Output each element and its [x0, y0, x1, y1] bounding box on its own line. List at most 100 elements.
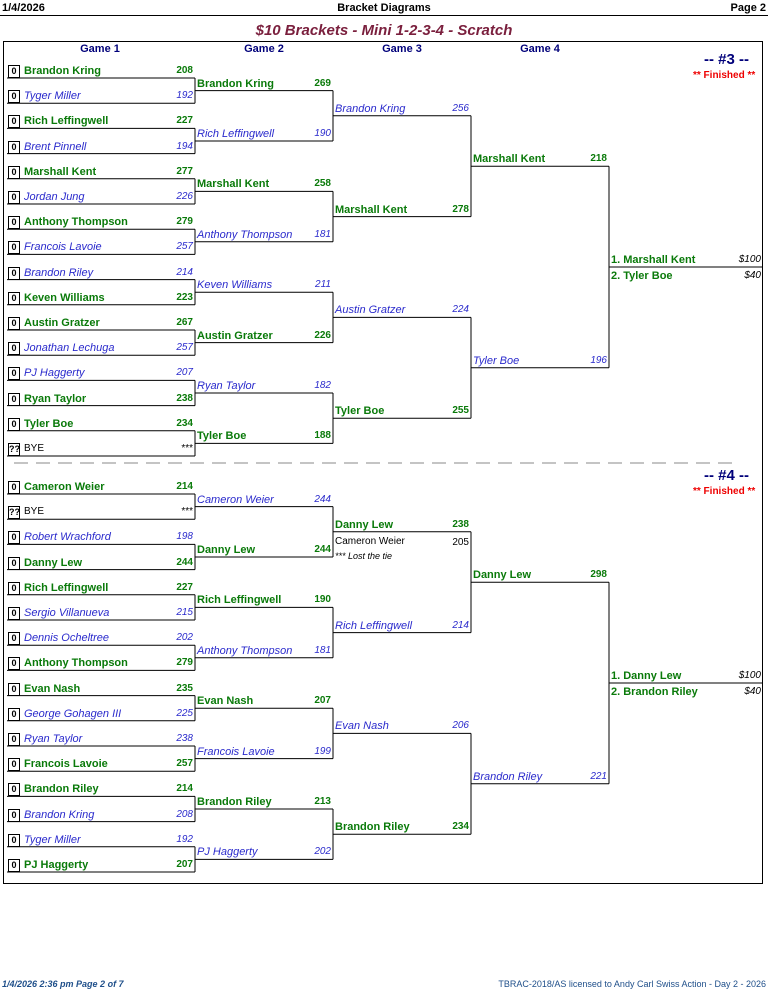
seed-box: 0: [8, 859, 20, 872]
player-name: Evan Nash: [335, 720, 389, 733]
player-score: 227: [176, 581, 193, 593]
player-score: 244: [314, 493, 331, 505]
player-score: 224: [452, 304, 469, 316]
column-header-game-4: Game 4: [520, 43, 560, 55]
player-score: 211: [315, 279, 331, 291]
player-name: Rich Leffingwell: [197, 594, 282, 607]
seed-box: 0: [8, 581, 20, 595]
player-name: Dennis Ocheltree: [24, 632, 109, 645]
player-name: Cameron Weier: [197, 493, 274, 506]
player-score: 190: [314, 594, 331, 606]
player-name: Tyler Boe: [197, 430, 247, 443]
seed-box: 0: [8, 733, 20, 746]
player-name: Francois Lavoie: [197, 745, 275, 758]
player-score: 202: [176, 632, 193, 644]
bracket-status: ** Finished **: [693, 486, 756, 497]
player-score: 214: [176, 783, 193, 795]
player-score: 226: [176, 191, 193, 202]
seed-box: 0: [8, 216, 20, 230]
seed-box: 0: [8, 682, 20, 696]
seed-box: 0: [8, 531, 20, 545]
player-name: Brandon Kring: [335, 102, 406, 115]
seed-box: 0: [8, 758, 20, 772]
player-score: 257: [176, 758, 193, 770]
player-score: 190: [314, 128, 331, 139]
tie-player-score: 205: [452, 536, 469, 548]
seed-box: ??: [8, 506, 20, 520]
player-name: Anthony Thompson: [24, 216, 128, 229]
player-score: 182: [314, 380, 331, 391]
page-number: Page 2: [730, 2, 766, 14]
seed-box: 0: [8, 783, 20, 797]
player-name: Tyger Miller: [24, 90, 81, 103]
bracket-number: -- #4 --: [704, 467, 749, 484]
player-score: 257: [176, 342, 193, 354]
player-score: 255: [452, 405, 469, 417]
seed-box: 0: [8, 632, 20, 646]
bracket-status: ** Finished **: [693, 70, 756, 81]
player-score: 225: [176, 707, 193, 719]
player-score: 238: [176, 733, 193, 744]
seed-box: 0: [8, 657, 20, 671]
seed-box: 0: [8, 191, 20, 204]
seed-box: 0: [8, 833, 20, 847]
seed-box: 0: [8, 342, 20, 356]
player-name: PJ Haggerty: [24, 367, 85, 380]
seed-box: 0: [8, 65, 20, 78]
result-place: 2. Tyler Boe: [611, 270, 673, 282]
player-name: Brandon Kring: [24, 65, 101, 77]
player-score: 192: [176, 833, 193, 845]
player-score: 269: [314, 77, 331, 89]
column-header-game-2: Game 2: [244, 43, 284, 55]
bracket-number: -- #3 --: [704, 51, 749, 68]
seed-box: 0: [8, 90, 20, 104]
player-score: 258: [314, 178, 331, 190]
player-name: Rich Leffingwell: [24, 115, 109, 128]
report-title: Bracket Diagrams: [337, 2, 431, 14]
player-score: 227: [176, 115, 193, 127]
player-name: Anthony Thompson: [24, 657, 128, 670]
player-name: PJ Haggerty: [24, 859, 89, 871]
tie-note: *** Lost the tie: [335, 550, 393, 561]
seed-box: 0: [8, 266, 20, 280]
player-name: Tyler Boe: [473, 354, 520, 367]
player-name: Austin Gratzer: [335, 304, 406, 317]
player-score: 235: [176, 682, 193, 694]
player-name: Ryan Taylor: [24, 392, 87, 405]
seed-box: 0: [8, 367, 20, 381]
player-name: Evan Nash: [197, 695, 254, 708]
player-name: Brandon Kring: [197, 77, 274, 90]
player-name: PJ Haggerty: [197, 846, 258, 859]
player-score: 221: [590, 770, 607, 782]
seed-box: 0: [8, 417, 20, 431]
header-divider: [0, 15, 768, 16]
player-name: Brandon Riley: [24, 266, 94, 279]
player-score: 238: [452, 518, 469, 530]
player-score: 234: [176, 417, 193, 429]
player-score: 244: [314, 544, 331, 555]
seed-box: 0: [8, 140, 20, 154]
player-score: 181: [314, 644, 331, 656]
player-score: 214: [452, 619, 469, 631]
player-score: 267: [176, 317, 193, 328]
player-name: Tyler Boe: [335, 405, 385, 418]
player-score: 218: [590, 153, 607, 165]
player-name: BYE: [24, 443, 45, 454]
result-prize: $100: [738, 254, 761, 265]
player-name: Jordan Jung: [24, 191, 85, 203]
result-prize: $100: [738, 670, 761, 681]
player-name: Ryan Taylor: [24, 733, 83, 745]
player-name: Rich Leffingwell: [24, 581, 109, 594]
seed-box: 0: [8, 115, 20, 129]
player-score: 199: [314, 745, 331, 757]
seed-box: 0: [8, 607, 20, 620]
player-name: Brandon Riley: [197, 796, 272, 808]
seed-box: 0: [8, 392, 20, 406]
player-score: 208: [176, 65, 193, 76]
player-name: Robert Wrachford: [24, 531, 111, 544]
player-name: Marshall Kent: [197, 178, 270, 191]
player-name: Brandon Riley: [24, 783, 99, 796]
player-score: 188: [314, 430, 331, 442]
tie-player-name: Cameron Weier: [335, 535, 405, 547]
result-place: 1. Danny Lew: [611, 670, 682, 682]
